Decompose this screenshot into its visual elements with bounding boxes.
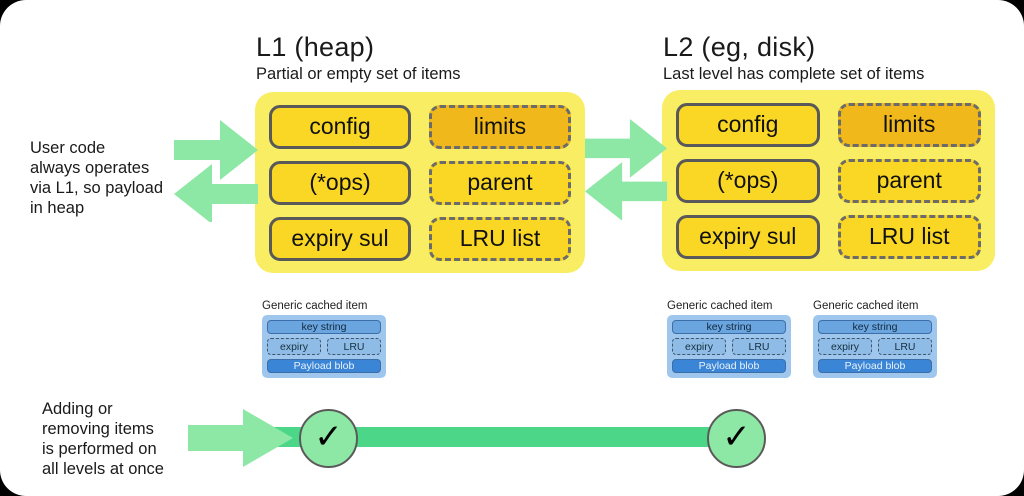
field-config-l1[interactable]: config — [269, 104, 411, 149]
lru-box: LRU — [327, 338, 381, 355]
field-ops-l2[interactable]: (*ops) — [676, 158, 820, 203]
cached-item-card-1: Generic cached item key string expiry LR… — [262, 300, 386, 378]
check-icon: ✓ — [722, 417, 751, 456]
field-ops-l1[interactable]: (*ops) — [269, 160, 411, 205]
payload-blob-box: Payload blob — [267, 359, 381, 373]
user-code-caption: User code always operates via L1, so pay… — [30, 139, 164, 217]
checkmark-l2: ✓ — [707, 409, 766, 468]
cached-item-body: key string expiry LRU Payload blob — [262, 315, 386, 378]
field-limits-l1[interactable]: limits — [429, 104, 571, 149]
expiry-box: expiry — [672, 338, 726, 355]
level-2-subtitle: Last level has complete set of items — [663, 65, 925, 83]
checkmark-l1: ✓ — [299, 409, 358, 468]
cached-item-card-3: Generic cached item key string expiry LR… — [813, 300, 937, 378]
cached-item-meta-row: expiry LRU — [818, 338, 932, 355]
expiry-box: expiry — [267, 338, 321, 355]
arrow-right-icon — [188, 409, 293, 467]
field-limits-l2[interactable]: limits — [837, 102, 981, 147]
arrow-left-icon — [584, 162, 668, 220]
l1-to-l2-arrows — [584, 119, 668, 220]
lru-box: LRU — [878, 338, 932, 355]
arrow-right-icon — [584, 119, 668, 178]
level-2-panel: config (*ops) expiry sul limits parent L… — [662, 90, 995, 271]
level-1-dashed-column: limits parent LRU list — [429, 104, 571, 261]
field-parent-l2[interactable]: parent — [837, 158, 981, 203]
level-1-subtitle: Partial or empty set of items — [256, 65, 461, 83]
level-2-solid-column: config (*ops) expiry sul — [676, 102, 820, 259]
arrow-left-icon — [174, 164, 258, 222]
cached-item-meta-row: expiry LRU — [672, 338, 786, 355]
cached-item-body: key string expiry LRU Payload blob — [813, 315, 937, 378]
check-icon: ✓ — [314, 417, 343, 456]
lru-box: LRU — [732, 338, 786, 355]
key-string-box: key string — [672, 320, 786, 334]
payload-blob-box: Payload blob — [672, 359, 786, 373]
field-lru-list-l2[interactable]: LRU list — [837, 214, 981, 259]
key-string-box: key string — [267, 320, 381, 334]
level-1-title: L1 (heap) — [256, 32, 375, 62]
user-code-to-l1-arrows — [174, 120, 258, 222]
field-expiry-sul-l1[interactable]: expiry sul — [269, 216, 411, 261]
level-2-title: L2 (eg, disk) — [663, 32, 816, 62]
cached-item-label: Generic cached item — [667, 300, 773, 312]
field-lru-list-l1[interactable]: LRU list — [429, 216, 571, 261]
level-2-dashed-column: limits parent LRU list — [837, 102, 981, 259]
field-config-l2[interactable]: config — [676, 102, 820, 147]
cached-item-card-2: Generic cached item key string expiry LR… — [667, 300, 791, 378]
bottom-flow-arrow — [188, 409, 293, 467]
expiry-box: expiry — [818, 338, 872, 355]
key-string-box: key string — [818, 320, 932, 334]
adding-removing-caption: Adding or removing items is performed on… — [42, 400, 164, 478]
level-1-solid-column: config (*ops) expiry sul — [269, 104, 411, 261]
cached-item-label: Generic cached item — [262, 300, 368, 312]
field-parent-l1[interactable]: parent — [429, 160, 571, 205]
payload-blob-box: Payload blob — [818, 359, 932, 373]
cached-item-label: Generic cached item — [813, 300, 919, 312]
all-levels-bar — [255, 427, 750, 447]
field-expiry-sul-l2[interactable]: expiry sul — [676, 214, 820, 259]
cached-item-body: key string expiry LRU Payload blob — [667, 315, 791, 378]
level-1-panel: config (*ops) expiry sul limits parent L… — [255, 92, 585, 273]
arrow-right-icon — [174, 120, 258, 180]
cached-item-meta-row: expiry LRU — [267, 338, 381, 355]
